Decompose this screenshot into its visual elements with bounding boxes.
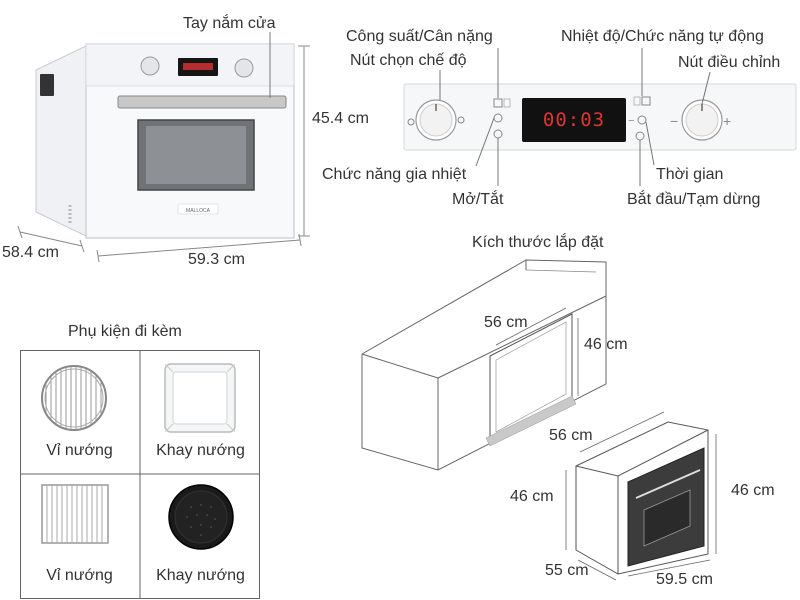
rectangular-wire-rack-icon	[41, 484, 109, 544]
accessory-item: Vỉ nướng	[20, 475, 139, 599]
time-button	[637, 115, 647, 125]
oven-left-height-label: 46 cm	[510, 488, 554, 505]
round-black-tray-icon	[168, 484, 234, 550]
adjust-knob-label: Nút điều chỉnh	[678, 54, 781, 71]
oven-door-handle	[117, 95, 287, 109]
svg-text:MALLOCA: MALLOCA	[186, 208, 211, 214]
oven-top-width-label: 56 cm	[549, 427, 593, 444]
temp-auto-button	[633, 96, 641, 106]
accessories-grid-lines	[20, 350, 260, 599]
oven-right-height-label: 46 cm	[731, 482, 775, 499]
svg-text:−: −	[670, 113, 678, 129]
power-weight-button	[493, 98, 503, 108]
oven-brand-badge	[177, 203, 219, 215]
time-label: Thời gian	[656, 166, 724, 183]
power-weight-label: Công suất/Cân nặng	[346, 28, 493, 45]
accessory-name: Vỉ nướng	[46, 442, 113, 459]
oven-left-knob	[140, 56, 160, 76]
oven-height-label: 45.4 cm	[312, 110, 369, 127]
timer-display-value: 00:03	[542, 109, 606, 131]
accessories-grid: Vỉ nướng Khay nướng Vỉ nướng	[20, 350, 260, 600]
accessory-name: Khay nướng	[156, 567, 245, 584]
heating-function-label: Chức năng gia nhiệt	[322, 166, 467, 183]
oven-front-width-label: 59.5 cm	[656, 571, 713, 588]
accessory-name: Khay nướng	[156, 442, 245, 459]
oven-depth-label: 58.4 cm	[2, 244, 59, 261]
timer-display	[522, 98, 626, 142]
round-wire-rack-icon	[41, 365, 107, 431]
handle-label: Tay nắm cửa	[183, 15, 276, 32]
accessory-item: Khay nướng	[141, 350, 260, 474]
oven-width-label: 59.3 cm	[188, 251, 245, 268]
oven-depth-install-label: 55 cm	[545, 562, 589, 579]
accessory-name: Vỉ nướng	[46, 567, 113, 584]
accessory-item: Khay nướng	[141, 475, 260, 599]
oven-right-knob	[234, 58, 254, 78]
cabinet-width-label: 56 cm	[484, 314, 528, 331]
on-off-label: Mở/Tắt	[452, 191, 504, 208]
temp-auto-label: Nhiệt độ/Chức năng tự động	[561, 28, 764, 45]
start-pause-label: Bắt đầu/Tạm dừng	[627, 191, 761, 208]
svg-text:+: +	[723, 113, 731, 129]
accessory-item: Vỉ nướng	[20, 350, 139, 474]
cabinet-height-label: 46 cm	[584, 336, 628, 353]
oven-side-vent	[40, 74, 54, 96]
mode-knob-label: Nút chọn chế độ	[350, 52, 467, 69]
accessories-title: Phụ kiện đi kèm	[68, 323, 182, 340]
svg-text:−: −	[628, 115, 634, 127]
installation-title: Kích thước lắp đặt	[472, 234, 604, 251]
square-white-tray-icon	[164, 363, 236, 433]
